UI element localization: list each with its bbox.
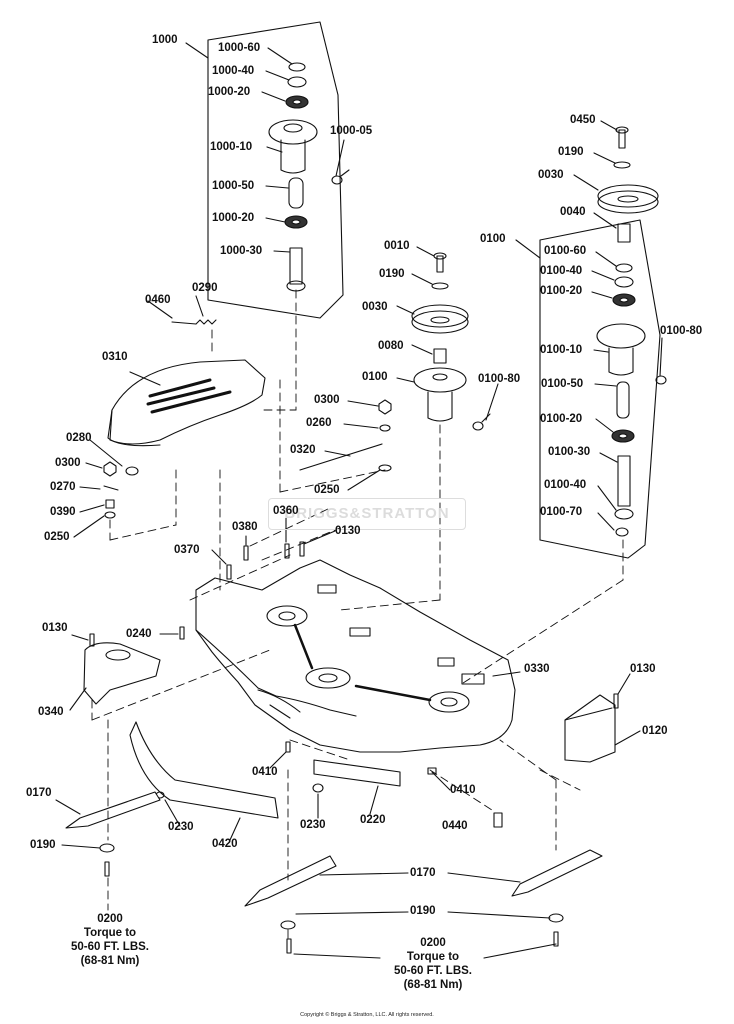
left-shield — [69, 626, 185, 711]
label-0250-left: 0250 — [44, 531, 70, 543]
label-1000-30: 1000-30 — [220, 245, 263, 257]
alignment-lines — [91, 289, 624, 941]
label-0450: 0450 — [570, 114, 596, 126]
torque-left-part: 0200 — [97, 913, 123, 925]
label-0360: 0360 — [273, 505, 299, 517]
label-0190-bottom: 0190 — [410, 905, 436, 917]
label-0130-top: 0130 — [335, 525, 361, 537]
label-0100-80-center: 0100-80 — [478, 373, 521, 385]
label-0230-center: 0230 — [300, 819, 326, 831]
label-0170-center: 0170 — [410, 867, 436, 879]
label-0330: 0330 — [524, 663, 550, 675]
torque-left-line2: 50-60 FT. LBS. — [71, 941, 149, 953]
label-0100-10: 0100-10 — [540, 344, 583, 356]
label-0420: 0420 — [212, 838, 238, 850]
label-1000-60: 1000-60 — [218, 42, 261, 54]
torque-right-line2: 50-60 FT. LBS. — [394, 965, 472, 977]
label-0100-30: 0100-30 — [548, 446, 591, 458]
right-shield — [564, 673, 641, 763]
label-0240: 0240 — [126, 628, 152, 640]
label-0300-right: 0300 — [314, 394, 340, 406]
label-0260: 0260 — [306, 417, 332, 429]
label-0120: 0120 — [642, 725, 668, 737]
label-0300-left: 0300 — [55, 457, 81, 469]
label-0230-left: 0230 — [168, 821, 194, 833]
label-1000-10: 1000-10 — [210, 141, 253, 153]
torque-right-line3: (68-81 Nm) — [403, 979, 463, 991]
label-0190-left: 0190 — [30, 839, 56, 851]
label-0010: 0010 — [384, 240, 410, 252]
label-0410-right: 0410 — [450, 784, 476, 796]
label-0320: 0320 — [290, 444, 316, 456]
torque-right-part: 0200 — [420, 937, 446, 949]
label-0100-70: 0100-70 — [540, 506, 583, 518]
label-0340: 0340 — [38, 706, 64, 718]
label-0130-right: 0130 — [630, 663, 656, 675]
deck-baffles — [129, 721, 503, 841]
label-0460: 0460 — [145, 294, 171, 306]
label-0380: 0380 — [232, 521, 258, 533]
label-0100-right: 0100 — [480, 233, 506, 245]
label-0100-50: 0100-50 — [541, 378, 584, 390]
label-0100-20-lower: 0100-20 — [540, 413, 583, 425]
label-0100-40-lower: 0100-40 — [544, 479, 587, 491]
label-0190-top-right: 0190 — [558, 146, 584, 158]
copyright-notice: Copyright © Briggs & Stratton, LLC. All … — [300, 1012, 434, 1018]
spindle-assembly-1000-outline — [207, 21, 344, 319]
label-0190-center: 0190 — [379, 268, 405, 280]
torque-right-line1: Torque to — [406, 951, 460, 963]
label-0080: 0080 — [378, 340, 404, 352]
label-0130-left: 0130 — [42, 622, 68, 634]
label-0100-60: 0100-60 — [544, 245, 587, 257]
label-0040: 0040 — [560, 206, 586, 218]
belt-cover — [73, 295, 266, 538]
label-0290: 0290 — [192, 282, 218, 294]
spindle-assembly-0100-parts — [573, 120, 667, 537]
label-1000-05: 1000-05 — [330, 125, 373, 137]
spindle-assembly-0100-outline — [539, 219, 661, 559]
mower-deck — [195, 559, 521, 753]
label-0410-left: 0410 — [252, 766, 278, 778]
label-0220: 0220 — [360, 814, 386, 826]
center-spindle-parts — [396, 246, 499, 431]
watermark: BRIGGS&STRATTON — [268, 498, 466, 530]
label-0280: 0280 — [66, 432, 92, 444]
label-0270: 0270 — [50, 481, 76, 493]
label-1000-40: 1000-40 — [212, 65, 255, 77]
torque-note-right: 0200 Torque to 50-60 FT. LBS. (68-81 Nm) — [380, 936, 486, 992]
mower-blades — [55, 791, 603, 959]
label-0030-right: 0030 — [538, 169, 564, 181]
label-1000-20-upper: 1000-20 — [208, 86, 251, 98]
label-0170-left: 0170 — [26, 787, 52, 799]
torque-left-line3: (68-81 Nm) — [80, 955, 140, 967]
label-0390: 0390 — [50, 506, 76, 518]
torque-left-line1: Torque to — [83, 927, 137, 939]
watermark-text: BRIGGS&STRATTON — [284, 505, 450, 522]
label-0370: 0370 — [174, 544, 200, 556]
label-0100-center: 0100 — [362, 371, 388, 383]
label-0440: 0440 — [442, 820, 468, 832]
label-0100-20-upper: 0100-20 — [540, 285, 583, 297]
label-0310: 0310 — [102, 351, 128, 363]
label-0250-right: 0250 — [314, 484, 340, 496]
label-1000-20-lower: 1000-20 — [212, 212, 255, 224]
spindle-assembly-1000-parts — [261, 47, 350, 292]
label-1000: 1000 — [152, 34, 178, 46]
label-0030-center: 0030 — [362, 301, 388, 313]
label-1000-50: 1000-50 — [212, 180, 255, 192]
label-0100-80-right: 0100-80 — [660, 325, 703, 337]
torque-note-left: 0200 Torque to 50-60 FT. LBS. (68-81 Nm) — [62, 912, 158, 968]
idler-parts — [211, 399, 392, 580]
label-0100-40-upper: 0100-40 — [540, 265, 583, 277]
